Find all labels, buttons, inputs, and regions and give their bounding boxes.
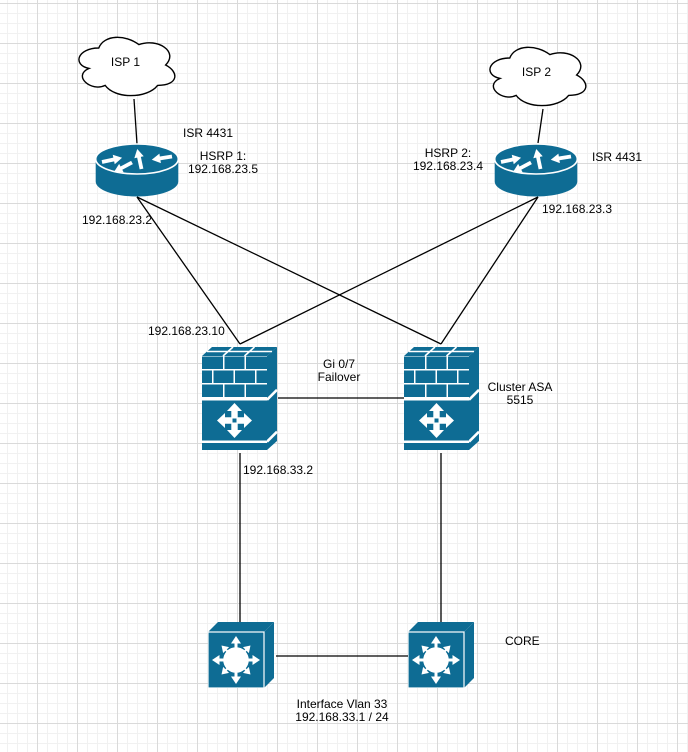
asa-cluster-label: Cluster ASA 5515 <box>460 381 580 407</box>
router-left-node[interactable] <box>95 143 179 198</box>
vlan33-label: Interface Vlan 33 192.168.33.1 / 24 <box>262 698 422 724</box>
isp2-label: ISP 2 <box>521 65 552 79</box>
router-left-model-label: ISR 4431 <box>183 126 234 140</box>
router-right-ip-label: 192.168.23.3 <box>542 202 613 216</box>
firewall-right-node[interactable] <box>404 344 480 453</box>
router-left-ip-label: 192.168.23.2 <box>82 213 153 227</box>
firewall-inside-ip-label: 192.168.33.2 <box>243 463 314 477</box>
cloud-icon <box>78 36 176 97</box>
layer3-switch-icon <box>408 622 474 688</box>
failover-name: Failover <box>317 370 361 384</box>
vlan33-interface: Interface Vlan 33 <box>296 697 388 711</box>
isp2-cloud-node[interactable]: ISP 2 <box>483 41 590 109</box>
router-icon <box>95 143 179 197</box>
asa-firewall-icon <box>202 346 278 450</box>
router-right-hsrp-label: HSRP 2: 192.168.23.4 <box>388 147 508 173</box>
edge-isp1-to-router-left[interactable] <box>133 98 138 145</box>
edge-router-left-to-firewall-left[interactable] <box>136 196 241 345</box>
switch-right-node[interactable] <box>408 622 476 688</box>
hsrp2-title: HSRP 2: <box>424 146 472 160</box>
cloud-icon <box>489 46 587 107</box>
edge-router-left-to-firewall-right[interactable] <box>136 196 442 345</box>
edge-isp2-to-router-right[interactable] <box>537 108 544 144</box>
router-right-model-label: ISR 4431 <box>592 150 643 164</box>
failover-port: Gi 0/7 <box>322 357 355 371</box>
hsrp2-ip: 192.168.23.4 <box>412 159 484 173</box>
asa-firewall-icon <box>404 346 480 450</box>
asa-cluster-line2: 5515 <box>506 393 534 407</box>
core-label: CORE <box>505 634 540 648</box>
router-icon <box>494 143 578 197</box>
vlan33-ip: 192.168.33.1 / 24 <box>295 710 389 724</box>
hsrp1-ip: 192.168.23.5 <box>187 162 259 176</box>
firewall-outside-ip-label: 192.168.23.10 <box>148 324 225 338</box>
asa-cluster-line1: Cluster ASA <box>487 380 553 394</box>
edge-router-right-to-firewall-left[interactable] <box>239 196 539 345</box>
isp1-label: ISP 1 <box>110 55 141 69</box>
switch-left-node[interactable] <box>208 622 276 688</box>
failover-link-label: Gi 0/7 Failover <box>279 358 399 384</box>
layer3-switch-icon <box>208 622 274 688</box>
router-right-node[interactable] <box>494 143 578 198</box>
isp1-cloud-node[interactable]: ISP 1 <box>72 31 179 99</box>
edge-router-right-to-firewall-right[interactable] <box>440 196 539 345</box>
hsrp1-title: HSRP 1: <box>199 149 247 163</box>
firewall-left-node[interactable] <box>202 344 278 453</box>
router-left-hsrp-label: HSRP 1: 192.168.23.5 <box>163 150 283 176</box>
